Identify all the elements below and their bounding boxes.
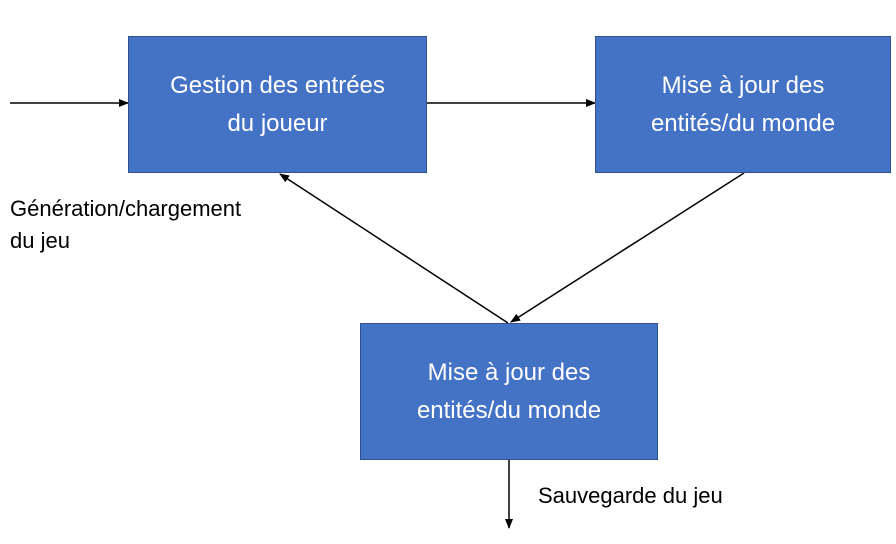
node-world-update-bottom-label: Mise à jour des entités/du monde	[416, 358, 602, 424]
node-world-update-bottom: Mise à jour des entités/du monde	[360, 323, 658, 460]
node-player-input-label: Gestion des entrées du joueur	[170, 71, 385, 137]
edge-update-2-to-input	[279, 173, 509, 324]
node-world-update-top: Mise à jour des entités/du monde	[595, 36, 891, 173]
label-game-save: Sauvegarde du jeu	[538, 483, 723, 508]
edge-update-1-to-update-2	[510, 172, 745, 323]
node-player-input: Gestion des entrées du joueur	[128, 36, 427, 173]
label-game-load: Génération/chargement du jeu	[10, 196, 242, 253]
node-world-update-top-label: Mise à jour des entités/du monde	[650, 71, 836, 137]
